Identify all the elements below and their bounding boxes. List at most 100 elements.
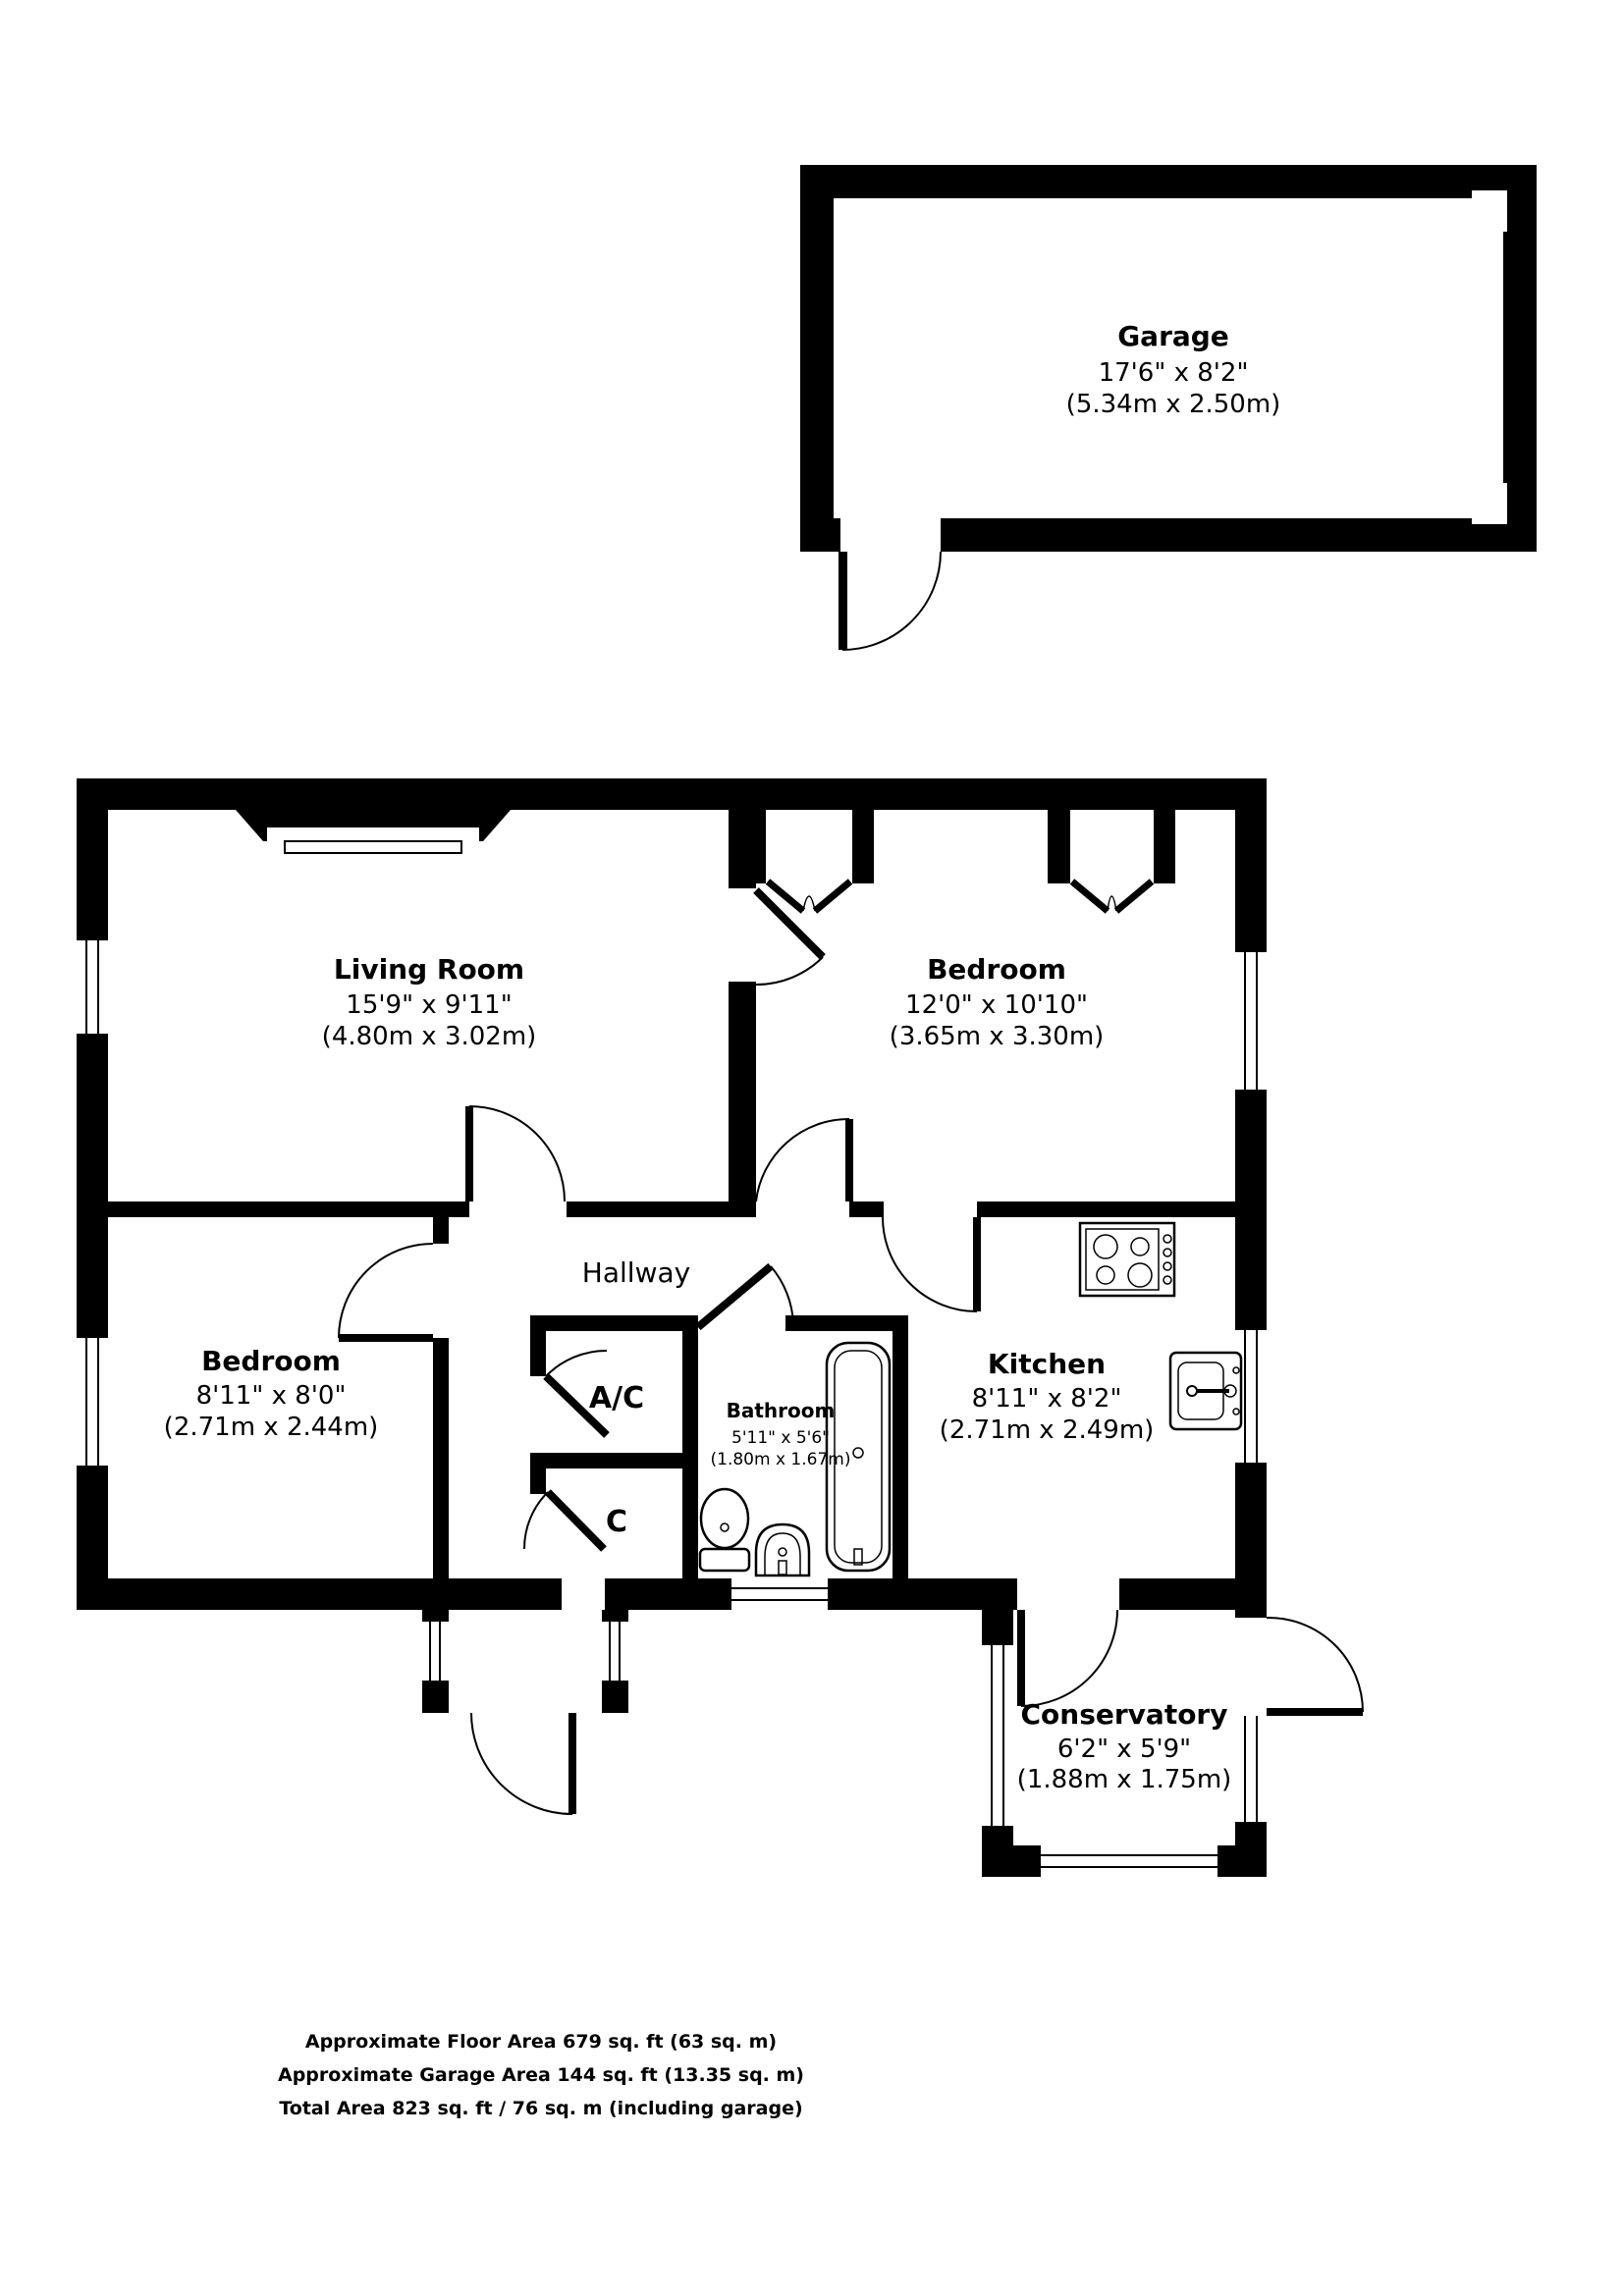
wall-segment (433, 1217, 449, 1244)
hob-burner (1096, 1265, 1115, 1285)
door-arc (468, 1105, 566, 1202)
window-glazing (429, 1622, 441, 1681)
door-leaf (543, 1373, 610, 1438)
door-arc (470, 1712, 573, 1815)
toilet-flush (720, 1522, 730, 1532)
kitchen-imperial-dim: 8'11" x 8'2" (972, 1384, 1122, 1414)
window (422, 1622, 449, 1681)
interior-walls (108, 810, 1235, 1578)
window (1235, 952, 1267, 1090)
garage-metric-dim: (5.34m x 2.50m) (1066, 390, 1281, 419)
door-leaf (845, 1119, 853, 1201)
conservatory-label: Conservatory (1020, 1698, 1227, 1731)
floor-area-text: Approximate Floor Area 679 sq. ft (63 sq… (305, 2031, 777, 2053)
hearth (284, 840, 462, 854)
exterior-walls (77, 778, 1267, 1877)
hallway-label: Hallway (582, 1256, 690, 1289)
garage-door-opening (840, 514, 941, 554)
toilet-cistern (698, 1547, 751, 1573)
wardrobe-wall (852, 802, 874, 883)
window (77, 1338, 108, 1466)
wall-segment (785, 1315, 893, 1331)
bathroom-label: Bathroom (727, 1399, 836, 1422)
door-leaf (1267, 1708, 1363, 1716)
door-leaf (339, 1334, 433, 1342)
wall-segment (77, 778, 1267, 810)
window-glazing (1244, 952, 1258, 1090)
door-arc (1266, 1616, 1364, 1713)
bathtub-tap (853, 1548, 863, 1566)
bathroom-fixtures (698, 1341, 892, 1577)
wall-segment (108, 1201, 469, 1217)
window (982, 1645, 1013, 1826)
closet-label: C (606, 1505, 627, 1539)
wall-segment (530, 1315, 682, 1331)
conservatory-metric-dim: (1.88m x 1.75m) (1017, 1765, 1232, 1794)
basin (754, 1522, 811, 1577)
conservatory-imperial-dim: 6'2" x 5'9" (1057, 1735, 1191, 1764)
window-glazing (1244, 1330, 1258, 1463)
window-glazing (731, 1587, 828, 1601)
window-glazing (85, 940, 99, 1034)
wall-segment (77, 778, 108, 1610)
wardrobe-door-leaf (812, 879, 853, 914)
bedroom2-imperial-dim: 8'11" x 8'0" (196, 1381, 347, 1411)
wall-segment (729, 982, 756, 1217)
garage-label: Garage (1117, 320, 1229, 352)
wall-segment (682, 1315, 698, 1578)
wall-segment (1119, 1578, 1267, 1610)
wall-segment (77, 1578, 562, 1610)
ac-closet-label: A/C (589, 1381, 644, 1415)
living-room-label: Living Room (334, 953, 524, 986)
hob-knob (1163, 1261, 1172, 1271)
wardrobes (743, 802, 1175, 914)
hob-burner (1130, 1237, 1150, 1256)
bathtub-drain (852, 1447, 864, 1459)
door-leaf (973, 1217, 981, 1311)
wardrobe-door-arc (1107, 895, 1117, 912)
door-arc (545, 1349, 608, 1377)
bedroom1-metric-dim: (3.65m x 3.30m) (890, 1022, 1105, 1051)
wall-segment (977, 1201, 1235, 1217)
window (602, 1622, 628, 1681)
kitchen-sink-handle (1232, 1408, 1240, 1415)
window-glazing (1244, 1716, 1258, 1822)
wardrobe-door-leaf (1113, 879, 1155, 914)
door-leaf (695, 1262, 774, 1331)
garage-room: Garage 17'6" x 8'2" (5.34m x 2.50m) (800, 165, 1537, 651)
bathtub-inner (834, 1350, 883, 1564)
window-glazing (1041, 1854, 1217, 1868)
windows (77, 940, 1267, 1877)
garage-imperial-dim: 17'6" x 8'2" (1099, 358, 1249, 388)
bedroom2-label: Bedroom (201, 1345, 341, 1377)
wardrobe-door-leaf (765, 879, 806, 914)
wall-segment (530, 1331, 546, 1376)
kitchen-metric-dim: (2.71m x 2.49m) (940, 1415, 1155, 1445)
hob-knob (1163, 1234, 1172, 1244)
wardrobe-door-leaf (1069, 879, 1110, 914)
bathroom-metric-dim: (1.80m x 1.67m) (711, 1450, 851, 1469)
door-leaf (545, 1489, 607, 1552)
door-leaf (465, 1106, 473, 1201)
wall-segment (605, 1578, 731, 1610)
hob-burner (1127, 1262, 1153, 1288)
garage-area-text: Approximate Garage Area 144 sq. ft (13.3… (278, 2064, 804, 2086)
wardrobe-wall (743, 802, 766, 883)
wall-segment (530, 1453, 682, 1468)
kitchen-fixtures (1078, 1221, 1243, 1431)
basin-inner (764, 1532, 801, 1575)
wall-segment (433, 1338, 449, 1578)
wardrobe-wall (1048, 802, 1070, 883)
hob-burner (1093, 1234, 1118, 1259)
bedroom2-metric-dim: (2.71m x 2.44m) (164, 1413, 379, 1442)
room-labels: Living Room 15'9" x 9'11" (4.80m x 3.02m… (164, 953, 1232, 1794)
bedroom1-label: Bedroom (927, 953, 1066, 986)
living-room-imperial-dim: 15'9" x 9'11" (346, 990, 512, 1020)
door-opening (1235, 1618, 1267, 1716)
door-leaf (753, 887, 826, 960)
door-arc (522, 1491, 549, 1550)
door-arc (755, 956, 824, 987)
total-area-text: Total Area 823 sq. ft / 76 sq. m (includ… (279, 2098, 802, 2119)
hob-knob (1163, 1248, 1172, 1257)
